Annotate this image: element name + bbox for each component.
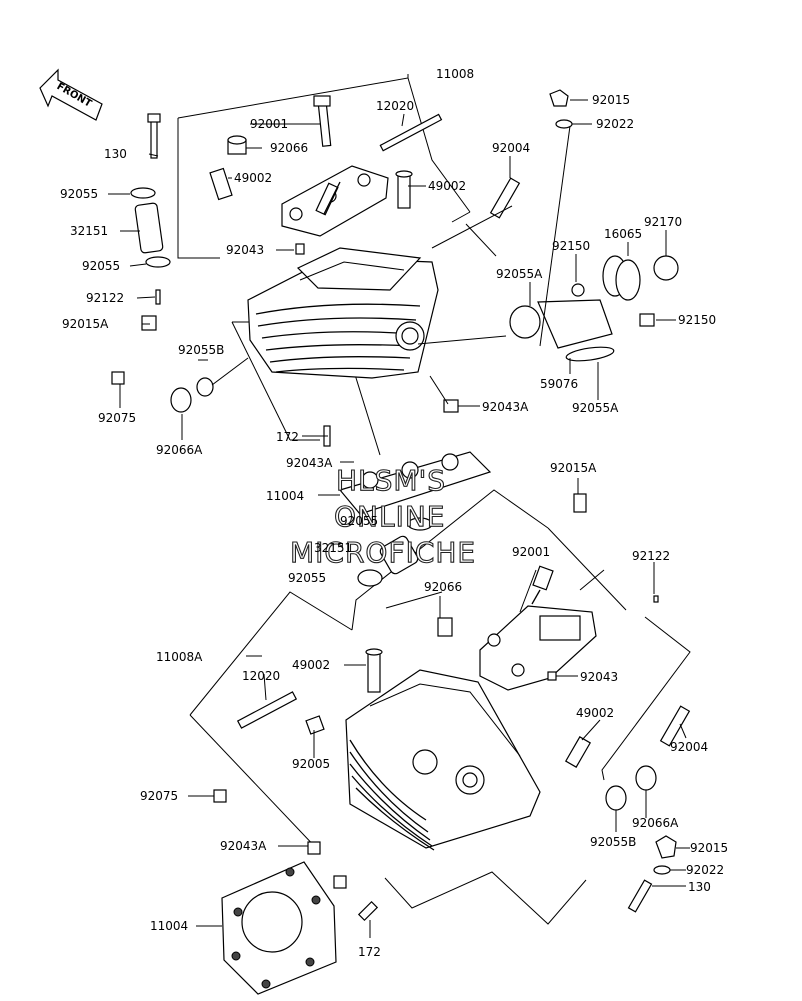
part-label-92150-b: 92150 [678, 313, 716, 327]
part-label-92066A-bottom: 92066A [632, 816, 679, 830]
part-label-92043-bottom: 92043 [580, 670, 618, 684]
part-label-59076: 59076 [540, 377, 578, 391]
part-label-92055A-right: 92055A [572, 401, 619, 415]
part-label-12020-top: 12020 [376, 99, 414, 113]
part-label-92004-bottom: 92004 [670, 740, 708, 754]
part-labels: 11008 92015 12020 92001 92022 92066 9200… [60, 67, 728, 959]
part-label-172-top: 172 [276, 430, 299, 444]
part-label-92055-mid: 92055 [340, 514, 378, 528]
part-label-49002-bottom-right: 49002 [576, 706, 614, 720]
watermark-line-1: HLSM'S [336, 464, 446, 497]
part-label-92055-top-1: 92055 [60, 187, 98, 201]
part-label-12020-bottom: 12020 [242, 669, 280, 683]
top-hardware [111, 89, 573, 447]
part-label-92066-bottom: 92066 [424, 580, 462, 594]
part-label-92043A-mid: 92043A [286, 456, 333, 470]
intake-components [509, 255, 679, 362]
part-label-92015-top: 92015 [592, 93, 630, 107]
part-label-92075-top: 92075 [98, 411, 136, 425]
part-label-32151-top: 32151 [70, 224, 108, 238]
part-label-49002-top-left: 49002 [234, 171, 272, 185]
upper-rocker-carrier [281, 165, 389, 237]
lower-assembly-bracket [189, 489, 691, 925]
mid-o-rings-tube [357, 517, 433, 587]
top-o-rings-tube [130, 187, 171, 268]
part-label-92055A-top: 92055A [496, 267, 543, 281]
part-label-11004-top: 11004 [266, 489, 304, 503]
upper-cylinder-head [247, 247, 439, 379]
lower-gasket [221, 861, 337, 995]
part-label-92001-top: 92001 [250, 117, 288, 131]
part-label-92005: 92005 [292, 757, 330, 771]
part-label-32151-mid: 32151 [314, 541, 352, 555]
part-label-92170: 92170 [644, 215, 682, 229]
part-label-92001-bottom: 92001 [512, 545, 550, 559]
part-label-92022-top: 92022 [596, 117, 634, 131]
part-label-16065: 16065 [604, 227, 642, 241]
part-label-92015-bottom: 92015 [690, 841, 728, 855]
part-label-92066A-top: 92066A [156, 443, 203, 457]
part-label-92122-top: 92122 [86, 291, 124, 305]
front-arrow-icon: FRONT [39, 68, 103, 121]
part-label-49002-bottom-left: 49002 [292, 658, 330, 672]
part-label-92015A-mid: 92015A [550, 461, 597, 475]
part-label-11004-bottom: 11004 [150, 919, 188, 933]
watermark-line-2: ONLINE [334, 500, 445, 533]
part-label-130-bottom: 130 [688, 880, 711, 894]
watermark-line-3: MICROFICHE [290, 536, 476, 569]
part-label-92043A-top: 92043A [482, 400, 529, 414]
top-gasket [338, 451, 492, 515]
part-label-92015A-top: 92015A [62, 317, 109, 331]
bottom-hardware [213, 493, 691, 922]
part-label-92055-bottom: 92055 [288, 571, 326, 585]
part-label-92055B-bottom: 92055B [590, 835, 636, 849]
part-label-130-top: 130 [104, 147, 127, 161]
watermark: HLSM'S ONLINE MICROFICHE [289, 463, 476, 569]
lower-cylinder-head [345, 669, 541, 851]
part-label-92004-top: 92004 [492, 141, 530, 155]
part-label-11008A: 11008A [156, 650, 203, 664]
part-label-92150-a: 92150 [552, 239, 590, 253]
part-label-11008: 11008 [436, 67, 474, 81]
leader-lines [108, 99, 690, 938]
part-label-92055B-top: 92055B [178, 343, 224, 357]
part-label-92075-bottom: 92075 [140, 789, 178, 803]
part-label-92043-top: 92043 [226, 243, 264, 257]
part-label-92055-top-2: 92055 [82, 259, 120, 273]
lower-rocker-carrier [479, 605, 597, 691]
part-label-92122-bottom: 92122 [632, 549, 670, 563]
part-label-49002-top-right: 49002 [428, 179, 466, 193]
part-label-92066-top: 92066 [270, 141, 308, 155]
part-label-92022-bottom: 92022 [686, 863, 724, 877]
part-label-172-bottom: 172 [358, 945, 381, 959]
part-label-92043A-bottom: 92043A [220, 839, 267, 853]
